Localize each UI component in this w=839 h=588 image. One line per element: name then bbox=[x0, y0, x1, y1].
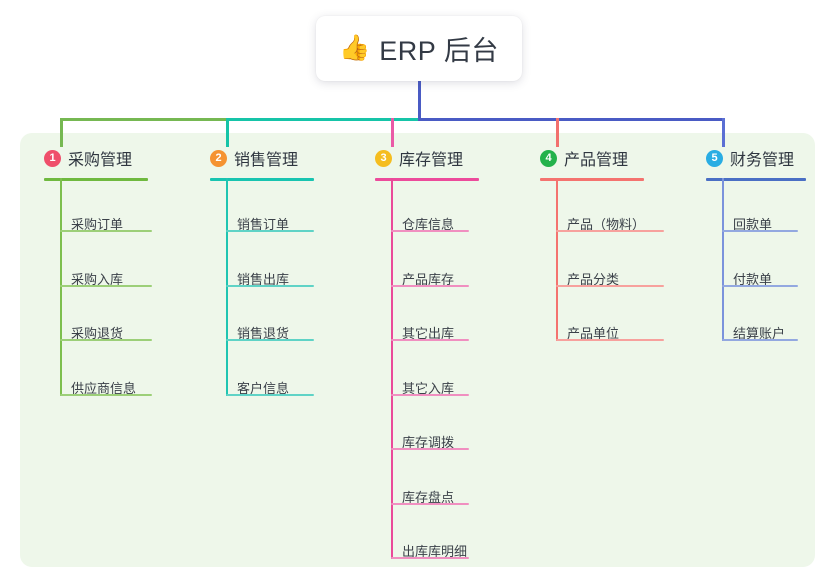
bus-segment-blue bbox=[418, 118, 725, 121]
branch-header-4[interactable]: 4 产品管理 bbox=[540, 145, 628, 171]
leaf-item-underline bbox=[226, 393, 314, 396]
leaf-item-label[interactable]: 采购订单 bbox=[71, 217, 124, 232]
leaf-item-underline bbox=[60, 339, 152, 341]
leaf-item-underline bbox=[556, 339, 664, 341]
leaf-item-underline bbox=[556, 284, 664, 287]
leaf-item-label[interactable]: 其它出库 bbox=[402, 326, 455, 341]
branch-title: 销售管理 bbox=[234, 152, 299, 169]
branch-underline bbox=[210, 178, 314, 181]
leaf-item-label[interactable]: 付款单 bbox=[733, 271, 773, 287]
branch-header-1[interactable]: 1 采购管理 bbox=[44, 145, 132, 171]
leaf-item-label[interactable]: 其它入库 bbox=[402, 380, 455, 396]
leaf-item-underline bbox=[226, 284, 314, 287]
branch-column-1: 1 采购管理采购订单采购入库采购退货供应商信息 bbox=[44, 145, 152, 396]
branch-underline bbox=[375, 178, 479, 181]
leaf-item-underline bbox=[391, 230, 469, 232]
leaf-item-label[interactable]: 客户信息 bbox=[237, 380, 290, 396]
leaf-item-label[interactable]: 采购退货 bbox=[71, 326, 124, 341]
leaf-item-underline bbox=[722, 230, 798, 232]
branch-spine bbox=[391, 178, 393, 559]
leaf-item-underline bbox=[391, 393, 469, 396]
branch-column-4: 4 产品管理产品（物料） 产品分类产品单位 bbox=[540, 145, 664, 341]
branch-column-3: 3 库存管理仓库信息产品库存其它出库其它入库库存调拨库存盘点出库库明细 bbox=[375, 145, 479, 559]
thumbs-up-emoji: 👍 bbox=[339, 34, 371, 62]
leaf-item-label[interactable]: 回款单 bbox=[733, 217, 773, 232]
leaf-item-underline bbox=[556, 230, 664, 232]
leaf-item-underline bbox=[60, 393, 152, 396]
branch-header-2[interactable]: 2 销售管理 bbox=[210, 145, 298, 171]
leaf-item-underline bbox=[226, 230, 314, 232]
branch-spine bbox=[226, 178, 228, 396]
branch-underline bbox=[706, 178, 806, 181]
root-node-card[interactable]: 👍 ERP 后台 bbox=[316, 16, 522, 81]
branch-header-3[interactable]: 3 库存管理 bbox=[375, 145, 463, 171]
leaf-item-label[interactable]: 产品分类 bbox=[567, 271, 620, 287]
bus-segment-teal bbox=[226, 118, 419, 121]
branch-number-badge: 5 bbox=[706, 149, 723, 167]
leaf-item-label[interactable]: 仓库信息 bbox=[402, 217, 455, 232]
leaf-item-underline bbox=[722, 339, 798, 341]
leaf-item-label[interactable]: 供应商信息 bbox=[71, 380, 137, 396]
leaf-item-underline bbox=[60, 284, 152, 287]
leaf-item-label[interactable]: 销售退货 bbox=[237, 326, 290, 341]
branch-drop-1 bbox=[59, 118, 63, 147]
branch-number-badge: 4 bbox=[540, 149, 557, 167]
leaf-item-label[interactable]: 出库库明细 bbox=[402, 544, 468, 559]
branch-spine bbox=[722, 178, 724, 341]
branch-title: 采购管理 bbox=[68, 152, 133, 169]
leaf-item-underline bbox=[391, 557, 469, 559]
branch-number-badge: 3 bbox=[375, 149, 392, 167]
branch-title: 库存管理 bbox=[399, 152, 464, 169]
branch-underline bbox=[540, 178, 644, 181]
content-panel bbox=[20, 133, 815, 567]
leaf-item-label[interactable]: 产品库存 bbox=[402, 271, 455, 287]
branch-column-5: 5 财务管理回款单付款单结算账户 bbox=[706, 145, 806, 341]
leaf-item-underline bbox=[391, 502, 469, 505]
leaf-item-label[interactable]: 产品单位 bbox=[567, 326, 620, 341]
leaf-item-underline bbox=[60, 230, 152, 232]
leaf-item-label[interactable]: 结算账户 bbox=[733, 326, 786, 341]
root-node-title: ERP 后台 bbox=[379, 36, 499, 66]
leaf-item-label[interactable]: 销售订单 bbox=[237, 217, 290, 232]
leaf-item-label[interactable]: 库存盘点 bbox=[402, 489, 455, 505]
leaf-item-label[interactable]: 采购入库 bbox=[71, 271, 124, 287]
branch-number-badge: 1 bbox=[44, 149, 61, 167]
branch-drop-4 bbox=[555, 118, 559, 147]
branch-title: 财务管理 bbox=[730, 152, 795, 169]
root-stem bbox=[417, 81, 421, 121]
branch-header-5[interactable]: 5 财务管理 bbox=[706, 145, 794, 171]
leaf-item-label[interactable]: 销售出库 bbox=[237, 271, 290, 287]
leaf-item-underline bbox=[226, 339, 314, 341]
branch-spine bbox=[556, 178, 558, 341]
bus-segment-green bbox=[60, 118, 227, 121]
leaf-item-label[interactable]: 库存调拨 bbox=[402, 435, 455, 450]
branch-column-2: 2 销售管理销售订单销售出库销售退货客户信息 bbox=[210, 145, 314, 396]
leaf-item-label[interactable]: 产品（物料） bbox=[567, 217, 646, 232]
leaf-item-underline bbox=[391, 339, 469, 341]
branch-drop-5 bbox=[721, 118, 725, 147]
branch-drop-2 bbox=[225, 118, 229, 147]
leaf-item-underline bbox=[722, 284, 798, 287]
branch-drop-3 bbox=[390, 118, 394, 147]
branch-number-badge: 2 bbox=[210, 149, 227, 167]
branch-spine bbox=[60, 178, 62, 396]
branch-title: 产品管理 bbox=[564, 152, 629, 169]
leaf-item-underline bbox=[391, 284, 469, 287]
branch-underline bbox=[44, 178, 148, 181]
leaf-item-underline bbox=[391, 448, 469, 450]
